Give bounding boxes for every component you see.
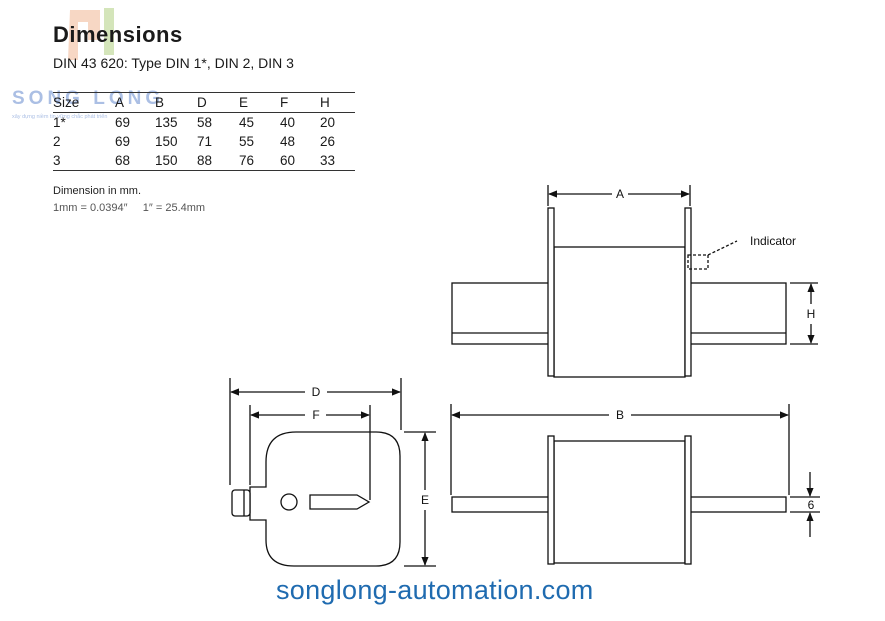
unit-note: Dimension in mm. (53, 185, 142, 197)
label-b: B (616, 408, 624, 422)
label-f: F (312, 408, 319, 422)
dimension-f (249, 405, 371, 500)
fuse-end-plate-right (684, 207, 692, 377)
label-d: D (312, 385, 321, 399)
column-header: E (239, 92, 280, 113)
page-title: Dimensions (53, 22, 183, 47)
table-cell: 2 (53, 134, 61, 149)
table-cell: 55 (239, 134, 255, 149)
table-cell: 60 (280, 151, 320, 171)
fuse-front-body (553, 440, 686, 564)
column-header: Size (53, 92, 115, 113)
table-cell: 71 (197, 134, 213, 149)
dimension-h (790, 282, 818, 345)
fuse-front-end-left (547, 435, 555, 565)
dimension-d (229, 378, 402, 485)
fuse-front-blade-left (451, 496, 550, 513)
table-cell: 40 (280, 115, 296, 130)
table-cell: 26 (320, 134, 336, 149)
table-cell: 68 (115, 151, 155, 171)
label-h: H (807, 307, 816, 321)
column-header: H (320, 92, 355, 113)
table-cell: 33 (320, 151, 355, 171)
conversion-note: 1mm = 0.0394″ 1″ = 25.4mm (53, 202, 206, 214)
table-row: 1* 69 135 58 45 40 20 (53, 113, 355, 133)
fuse-end-tab (231, 489, 251, 517)
column-header: F (280, 92, 320, 113)
table-cell: 150 (155, 151, 197, 171)
fuse-front-view (451, 435, 787, 565)
table-cell: 69 (115, 115, 131, 130)
dimension-a (547, 185, 691, 206)
dimension-e (404, 431, 436, 567)
fuse-body-side (553, 246, 686, 378)
table-cell: 1* (53, 115, 66, 130)
page-subtitle: DIN 43 620: Type DIN 1*, DIN 2, DIN 3 (53, 55, 294, 71)
column-header: A (115, 92, 155, 113)
label-e: E (421, 493, 429, 507)
fuse-blade-right (688, 282, 787, 345)
table-cell: 45 (239, 115, 255, 130)
table-cell: 3 (53, 151, 115, 171)
fuse-front-blade-right (688, 496, 787, 513)
fuse-end-indicator-slot (309, 494, 371, 510)
fuse-blade-left (451, 282, 550, 345)
fuse-end-view (231, 431, 401, 567)
table-header-row: Size A B D E F H (53, 92, 355, 113)
label-indicator: Indicator (750, 234, 796, 248)
table-cell: 58 (197, 115, 213, 130)
table-cell: 48 (280, 134, 296, 149)
fuse-front-end-right (684, 435, 692, 565)
fuse-side-view (451, 207, 787, 378)
table-cell: 150 (155, 134, 178, 149)
fuse-end-plate-left (547, 207, 555, 377)
dimension-six (790, 472, 820, 537)
indicator-box (687, 254, 709, 270)
watermark-tagline: xây dựng niềm tin vững chắc phát triển (12, 113, 107, 120)
table-cell: 88 (197, 151, 239, 171)
column-header: B (155, 92, 197, 113)
table-cell: 20 (320, 115, 336, 130)
table-row: 3 68 150 88 76 60 33 (53, 151, 355, 171)
table-row: 2 69 150 71 55 48 26 (53, 132, 355, 151)
table-cell: 135 (155, 115, 178, 130)
website-url: songlong-automation.com (276, 575, 594, 605)
watermark-logo-mark (68, 10, 100, 60)
dimension-b (450, 404, 790, 495)
label-six: 6 (808, 498, 815, 512)
column-header: D (197, 92, 239, 113)
dimension-table: Size A B D E F H 1* 69 135 58 45 40 20 2… (53, 92, 355, 171)
table-cell: 69 (115, 134, 131, 149)
table-cell: 76 (239, 151, 280, 171)
fuse-end-hole (280, 493, 298, 511)
label-a: A (616, 187, 624, 201)
